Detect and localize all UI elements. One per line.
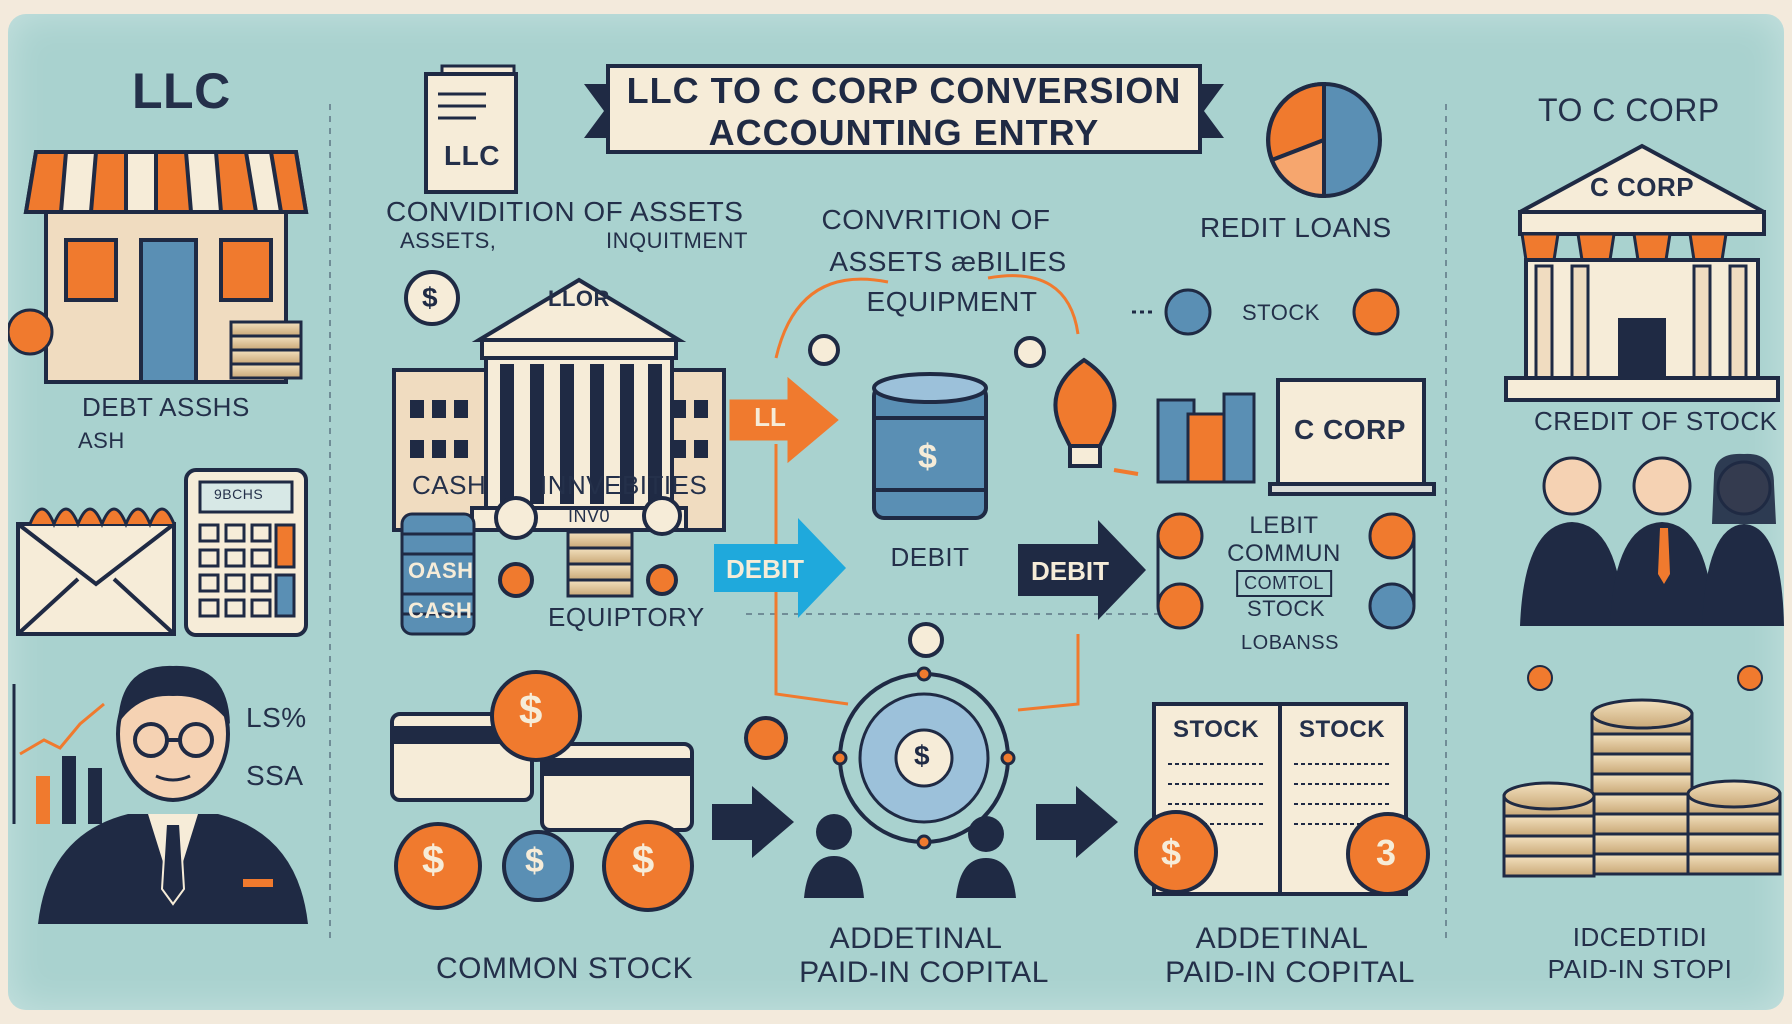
ledger-right-label: STOCK <box>1298 716 1386 743</box>
coin-symbol: $ <box>422 282 438 313</box>
debit-arrow-navy <box>1018 520 1146 620</box>
ledger-coins <box>1134 810 1430 896</box>
curved-arrow-col3 <box>774 274 1080 712</box>
chart-label-1: LS% <box>246 702 307 733</box>
infographic-board: LLC TO C CORP CONVERSION ACCOUNTING ENTR… <box>8 14 1784 1010</box>
llc-heading: LLC <box>132 63 231 119</box>
chart-label-2: SSA <box>246 760 304 791</box>
cash-label: CASH <box>412 470 487 500</box>
col2-heading: CONVIDITION OF ASSETS <box>386 196 744 227</box>
title-ribbon-shape <box>584 64 1224 154</box>
lightbulb-icon <box>1053 357 1139 476</box>
col3-heading-1: CONVRITION OF <box>821 204 1051 235</box>
store-sublabel: ASH <box>78 428 125 453</box>
title-line-2: ACCOUNTING ENTRY <box>708 112 1100 153</box>
bar-chart-building-icon <box>1156 392 1256 484</box>
title-line-1: LLC TO C CORP CONVERSION <box>626 70 1182 111</box>
storefront-icon <box>23 150 309 384</box>
col3-bottom-2: PAID-IN COPITAL <box>799 956 1049 989</box>
coin-symbol: $ <box>525 842 544 880</box>
stock-coins-row <box>1132 288 1400 336</box>
coin-three: 3 <box>1376 832 1397 873</box>
storage-barrel-icon <box>872 372 988 520</box>
title-banner: LLC TO C CORP CONVERSION ACCOUNTING ENTR… <box>584 56 1224 166</box>
envelope-icon <box>16 507 176 636</box>
coin-symbol: $ <box>1161 832 1182 873</box>
shareholders-icon <box>1520 453 1784 626</box>
store-label: DEBT ASSHS <box>82 392 250 422</box>
debit-navy-label: DEBIT <box>1031 556 1109 586</box>
debit-arrow-cyan <box>714 518 846 618</box>
people-icons-col3 <box>804 814 1016 898</box>
credit-of-stock-label: CREDIT OF STOCK <box>1534 406 1778 436</box>
stock-box-label-1: COMTOL <box>1236 570 1332 597</box>
arrow-navy-2 <box>1036 786 1118 858</box>
debit-cyan-label: DEBIT <box>726 554 804 584</box>
cash-stack-label-2: CASH <box>408 598 473 623</box>
c-corp-bank-label: C CORP <box>1589 172 1695 202</box>
inventory-boxes-icon <box>566 530 634 598</box>
llc-document-icon <box>424 64 518 194</box>
calculator-icon <box>184 468 308 637</box>
coin-symbol: $ <box>632 838 655 882</box>
inventory-label: INV0 <box>568 506 611 526</box>
coin-stacks-icon <box>1502 698 1782 878</box>
arrow-llc <box>729 376 839 464</box>
loans-label: LOBANSS <box>1241 632 1339 654</box>
to-c-corp-heading: TO C CORP <box>1538 92 1720 128</box>
computer-monitor-icon <box>1268 378 1436 496</box>
illustration-layer <box>8 64 1784 944</box>
col4-heading: REDIT LOANS <box>1200 212 1392 243</box>
mini-bar-chart-icon <box>12 684 105 824</box>
investments-label: INNVEBITIES <box>540 470 708 500</box>
col3-heading-2: ASSETS æBILIES <box>829 246 1067 277</box>
cash-stack-icon <box>400 512 476 636</box>
right-bottom-1: IDCEDTIDI <box>1572 922 1708 952</box>
doc-label: LLC <box>444 140 500 171</box>
calculator-display: 9BCHS <box>214 486 264 502</box>
column-dividers <box>329 104 1447 944</box>
accountant-person-icon <box>38 665 308 924</box>
coin-chain-icon <box>1156 512 1416 630</box>
coin-symbol: $ <box>918 438 937 476</box>
debit-label: DEBIT <box>890 542 970 572</box>
col2-subheading-right: INQUITMENT <box>606 228 748 253</box>
equiptory-label: EQUIPTORY <box>548 602 705 632</box>
col4-bottom-1: ADDETINAL <box>1195 922 1369 955</box>
lebit-label-1: LEBIT <box>1249 512 1319 539</box>
col2-subheading-left: ASSETS, <box>400 228 497 253</box>
monitor-label: C CORP <box>1294 414 1406 445</box>
common-stock-label: COMMON STOCK <box>436 952 694 985</box>
pin-markers-icon <box>1527 665 1763 691</box>
c-corp-bank-building-icon <box>1504 143 1780 402</box>
arrow-llc-label: LL <box>754 402 786 432</box>
network-wheel-icon <box>832 666 1016 850</box>
ledger-left-label: STOCK <box>1172 716 1260 743</box>
col3-bottom-1: ADDETINAL <box>829 922 1003 955</box>
cash-stack-label-1: OASH <box>408 558 474 583</box>
lebit-label-2: COMMUN <box>1227 540 1341 567</box>
right-bottom-2: PAID-IN STOPI <box>1547 954 1733 984</box>
small-coins-col3 <box>744 334 1046 760</box>
col3-heading-3: EQUIPMENT <box>866 286 1038 317</box>
stock-row-label: STOCK <box>1242 300 1320 325</box>
large-coins-col2 <box>394 670 694 912</box>
coin-symbol: $ <box>422 838 445 882</box>
arrow-navy-1 <box>712 786 794 858</box>
coin-icons-col2 <box>404 270 682 598</box>
stock-box-label-2: STOCK <box>1247 596 1325 621</box>
small-coin-icon <box>8 308 54 356</box>
coin-symbol: $ <box>914 740 930 771</box>
col4-bottom-2: PAID-IN COPITAL <box>1165 956 1415 989</box>
pie-chart-icon <box>1266 81 1382 199</box>
coin-symbol: $ <box>519 686 543 733</box>
llc-bank-label: LLOR <box>548 286 610 311</box>
